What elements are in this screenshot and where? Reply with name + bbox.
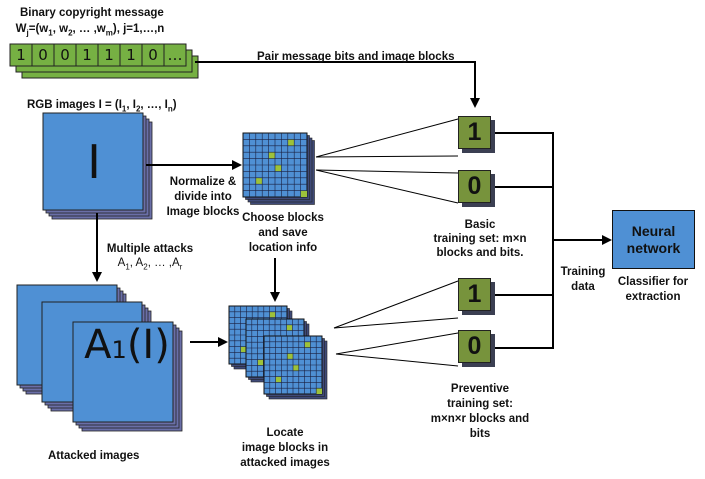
- image-stack: [42, 112, 144, 211]
- fan-line: [335, 332, 459, 355]
- highlight-block: [300, 190, 307, 197]
- attacked-images-label: Attacked images: [48, 450, 140, 462]
- highlight-block: [304, 341, 311, 348]
- message-bit: 1: [126, 46, 136, 64]
- preventive-set-label: Preventive training set: m×n×r blocks an…: [425, 382, 535, 442]
- basic-bit-0: 0: [458, 170, 491, 203]
- locate-label: Locate image blocks in attacked images: [230, 426, 340, 471]
- message-bit: 0: [38, 46, 48, 64]
- attacked-symbol: A1(I): [84, 322, 170, 368]
- preventive-line-1: Preventive: [450, 383, 510, 395]
- choose-line-1: Choose blocks: [242, 212, 324, 224]
- message-bit: 1: [104, 46, 114, 64]
- normalize-label: Normalize & divide into Image blocks: [160, 175, 246, 220]
- locate-line-2: image blocks in: [241, 442, 329, 454]
- highlight-block: [240, 346, 247, 353]
- fan-line: [335, 353, 459, 367]
- training-line-1: Training: [560, 266, 606, 278]
- message-title: Binary copyright message: [20, 7, 164, 19]
- attacks-line-1: Multiple attacks: [106, 243, 194, 255]
- highlight-block: [287, 139, 295, 146]
- fan-line: [315, 155, 459, 158]
- locate-line-1: Locate: [266, 427, 304, 439]
- basic-set-label: Basic training set: m×n blocks and bits.: [425, 218, 535, 260]
- training-line-2: data: [571, 281, 595, 293]
- highlight-block: [287, 353, 293, 360]
- basic-line-1: Basic: [464, 219, 496, 231]
- highlight-block: [316, 388, 322, 394]
- normalize-line-2: divide into: [174, 191, 232, 203]
- nn-caption-line-2: extraction: [625, 291, 681, 303]
- image-symbol: I: [87, 135, 101, 189]
- choose-line-2: and save: [258, 227, 308, 239]
- preventive-line-4: bits: [469, 428, 491, 440]
- highlight-block: [286, 324, 293, 331]
- highlight-block: [257, 359, 264, 366]
- fan-line: [333, 280, 459, 329]
- highlight-block: [275, 376, 282, 383]
- message-bit: 0: [60, 46, 70, 64]
- fan-line: [315, 118, 459, 158]
- message-bit: 1: [16, 46, 26, 64]
- attacks-label: Multiple attacks A1, A2, … ,Ar: [100, 242, 200, 274]
- message-bit: 1: [82, 46, 92, 64]
- choose-label: Choose blocks and save location info: [228, 211, 338, 256]
- normalize-line-1: Normalize &: [169, 176, 237, 188]
- highlight-block: [269, 311, 276, 318]
- neural-network-box: Neural network: [612, 210, 695, 269]
- attacks-line-2: A1, A2, … ,Ar: [117, 257, 183, 272]
- message-formula: Wj=(w1, w2, … ,wm), j=1,…,n: [15, 23, 165, 38]
- locate-line-3: attacked images: [240, 457, 330, 469]
- choose-line-3: location info: [248, 242, 318, 254]
- training-data-label: Training data: [558, 265, 608, 295]
- fan-line: [333, 317, 459, 329]
- pair-arrow: [195, 61, 480, 108]
- highlight-block: [255, 177, 263, 185]
- nn-line-2: network: [626, 239, 681, 256]
- basic-bit-1: 1: [458, 116, 491, 149]
- attacked-image-3: [72, 321, 174, 423]
- nn-line-1: Neural: [631, 222, 676, 239]
- message-bit: 0: [148, 46, 158, 64]
- preventive-bit-0: 0: [458, 330, 491, 363]
- basic-line-2: training set: m×n: [433, 233, 527, 245]
- pair-label: Pair message bits and image blocks: [257, 51, 455, 63]
- basic-line-3: blocks and bits.: [436, 247, 524, 259]
- rgb-images-label: RGB images I = (I1, I2, …, In): [27, 99, 177, 114]
- preventive-line-3: m×n×r blocks and: [430, 413, 530, 425]
- normalize-line-3: Image blocks: [166, 206, 240, 218]
- highlight-block: [293, 365, 299, 371]
- highlight-block: [275, 165, 282, 172]
- nn-caption: Classifier for extraction: [605, 275, 701, 305]
- preventive-bit-1: 1: [458, 278, 491, 311]
- fan-line: [315, 169, 459, 174]
- message-bit: …: [167, 46, 183, 64]
- fan-line: [315, 169, 459, 204]
- message-bit-cell: [163, 43, 187, 67]
- preventive-line-2: training set:: [447, 398, 513, 410]
- nn-caption-line-1: Classifier for: [617, 276, 689, 288]
- highlight-block: [268, 152, 275, 159]
